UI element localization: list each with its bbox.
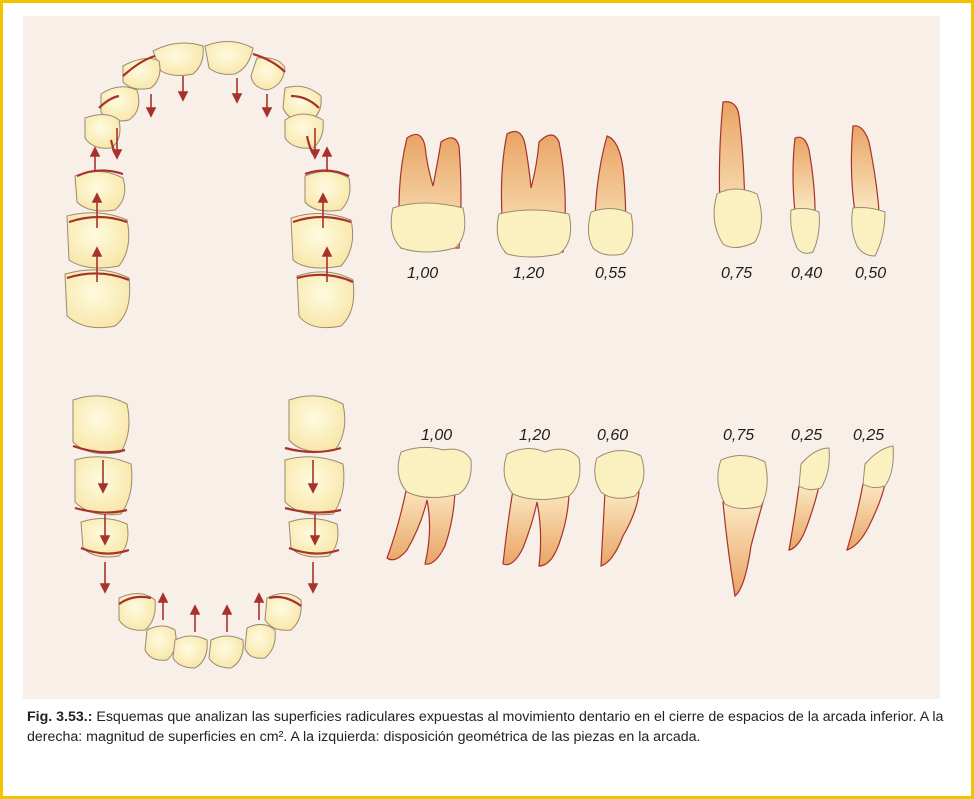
upper-value-4: 0,75	[721, 265, 752, 282]
lower-arch	[73, 396, 345, 668]
lower-value-4: 0,75	[723, 427, 754, 444]
upper-tooth-6	[851, 126, 885, 256]
dental-diagram-svg: 1,00 1,20 0,55 0,75 0,40 0,50 1,00 1,20 …	[23, 16, 940, 699]
upper-tooth-1	[391, 134, 465, 252]
upper-tooth-molar-right-1	[291, 213, 353, 268]
lower-tooth-central-incisor-left	[173, 636, 207, 668]
lower-tooth-canine-left	[119, 593, 155, 630]
lower-value-5: 0,25	[791, 427, 822, 444]
upper-tooth-3	[588, 136, 632, 255]
figure-caption: Fig. 3.53.: Esquemas que analizan las su…	[27, 708, 947, 747]
dental-diagram: 1,00 1,20 0,55 0,75 0,40 0,50 1,00 1,20 …	[23, 16, 940, 699]
lower-value-1: 1,00	[421, 427, 452, 444]
lower-tooth-molar-left-2	[73, 396, 129, 454]
lower-tooth-3	[595, 450, 644, 566]
upper-tooth-premolar-right-2	[305, 171, 350, 211]
lower-tooth-canine-right	[265, 593, 301, 630]
lower-tooth-1	[387, 447, 471, 564]
upper-value-2: 1,20	[513, 265, 544, 282]
lower-value-3: 0,60	[597, 427, 628, 444]
upper-tooth-premolar-right-1	[285, 114, 323, 148]
lower-value-6: 0,25	[853, 427, 884, 444]
lower-tooth-central-incisor-right	[209, 636, 243, 668]
upper-arch	[65, 41, 354, 327]
upper-tooth-5	[791, 137, 820, 253]
upper-value-3: 0,55	[595, 265, 626, 282]
upper-tooth-4	[714, 102, 761, 248]
caption-text: Esquemas que analizan las superficies ra…	[27, 709, 943, 745]
caption-label: Fig. 3.53.:	[27, 709, 92, 725]
lower-tooth-5	[789, 448, 829, 550]
lower-tooth-6	[847, 446, 893, 550]
upper-tooth-2	[497, 132, 570, 257]
upper-value-1: 1,00	[407, 265, 438, 282]
upper-tooth-lateral-incisor-right	[251, 58, 285, 90]
lower-value-2: 1,20	[519, 427, 550, 444]
lower-tooth-molar-right-2	[289, 396, 345, 452]
upper-tooth-premolar-left-1	[85, 114, 120, 148]
lower-tooth-4	[718, 455, 767, 596]
upper-value-5: 0,40	[791, 265, 822, 282]
lower-tooth-lateral-incisor-right	[245, 624, 275, 658]
upper-value-6: 0,50	[855, 265, 886, 282]
upper-tooth-molar-right-2	[297, 272, 354, 328]
upper-tooth-central-incisor-right	[205, 41, 253, 74]
upper-tooth-premolar-left-2	[75, 171, 125, 211]
lower-tooth-2	[503, 448, 580, 566]
upper-tooth-molar-left-1	[67, 213, 129, 268]
upper-tooth-central-incisor-left	[153, 43, 203, 76]
lower-tooth-lateral-incisor-left	[145, 626, 176, 660]
